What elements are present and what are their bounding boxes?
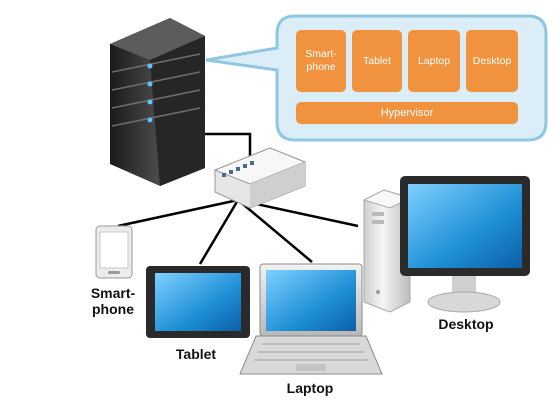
- switch-to-tablet-link: [198, 199, 240, 265]
- vm-tablet: Tablet: [352, 30, 402, 92]
- server-icon: [110, 18, 205, 186]
- hypervisor-label: Hypervisor: [380, 106, 434, 119]
- vm-desktop-label: Desktop: [472, 54, 512, 67]
- vm-smartphone: Smart-phone: [296, 30, 346, 92]
- tablet-icon: [146, 266, 250, 338]
- vm-smartphone-label-line1: Smart-: [305, 48, 337, 60]
- vm-tablet-label: Tablet: [362, 54, 392, 67]
- desktop-tower-icon: [362, 189, 412, 313]
- switch-to-laptop-link: [237, 199, 313, 263]
- desktop-label: Desktop: [438, 316, 494, 332]
- tablet-label: Tablet: [175, 346, 217, 362]
- desktop-monitor-icon: [400, 176, 530, 313]
- vm-laptop-label: Laptop: [417, 54, 451, 67]
- switch-to-smartphone-link: [117, 198, 239, 228]
- vm-desktop: Desktop: [466, 30, 518, 92]
- smartphone-icon: [95, 225, 133, 279]
- server-to-switch-link: [200, 132, 252, 158]
- vm-smartphone-label-line2: phone: [306, 61, 336, 73]
- switch-icon: [213, 147, 307, 209]
- smartphone-label: Smart- phone: [76, 285, 150, 317]
- smartphone-label-line1: Smart-: [90, 285, 136, 301]
- smartphone-label-line2: phone: [92, 301, 134, 317]
- vm-laptop: Laptop: [408, 30, 460, 92]
- laptop-label: Laptop: [286, 380, 334, 396]
- hypervisor-bar: Hypervisor: [296, 102, 518, 124]
- laptop-icon: [239, 263, 383, 375]
